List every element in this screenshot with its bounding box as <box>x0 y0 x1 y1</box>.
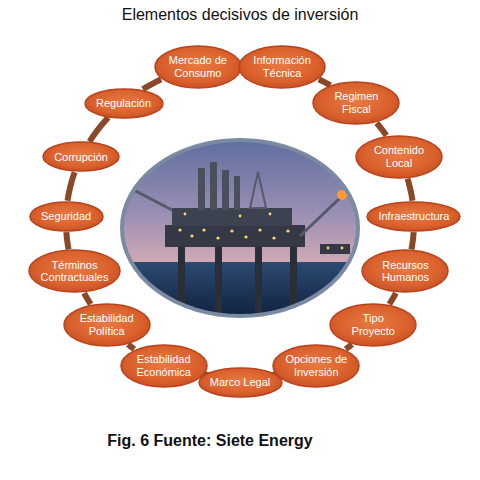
text-holder: Información Técnica <box>238 45 326 89</box>
factor-ellipse: Información Técnica <box>238 45 326 89</box>
ellipse-shape <box>30 202 103 231</box>
ellipse-shape <box>239 46 325 88</box>
factor-ellipse: Estabilidad Política <box>63 303 151 347</box>
factor-ellipse: Regulación <box>84 88 164 119</box>
text-holder: Regulación <box>84 88 164 119</box>
small-platform <box>320 244 350 254</box>
ellipse-shape <box>85 89 163 118</box>
ring-segment <box>84 293 91 304</box>
caption-holder: Fig. 6 Fuente: Siete Energy <box>0 432 420 450</box>
text-holder: Mercado de Consumo <box>154 45 242 89</box>
text-holder: Regimen Fiscal <box>312 81 400 125</box>
factor-label: Estabilidad Política <box>75 312 139 337</box>
text-holder: Seguridad <box>29 201 104 232</box>
ring-segment <box>407 179 412 201</box>
factor-ellipse: Infraestructura <box>366 201 461 232</box>
text-holder: Recursos Humanos <box>361 249 449 293</box>
ellipse-shape <box>273 345 359 387</box>
diagram-title: Elementos decisivos de inversión <box>122 6 359 23</box>
ellipse-shape <box>43 142 119 171</box>
photo-content <box>120 138 360 325</box>
flare-boom <box>300 198 340 236</box>
ring-segment <box>68 172 75 200</box>
factor-ellipse: Seguridad <box>29 201 104 232</box>
factor-ellipse: Regimen Fiscal <box>312 81 400 125</box>
factor-label: Seguridad <box>41 210 91 223</box>
platform-deck <box>165 225 305 247</box>
stacks <box>198 162 240 210</box>
factor-ellipse: Opciones de Inversión <box>272 344 360 388</box>
ring-segment <box>143 79 161 89</box>
factor-label: Regimen Fiscal <box>324 90 388 115</box>
factor-ellipse: Términos Contractuales <box>28 249 121 293</box>
ellipse-shape <box>356 136 442 178</box>
text-holder: Infraestructura <box>366 201 461 232</box>
ellipse-shape <box>313 82 399 124</box>
factor-label: Corrupción <box>54 151 108 164</box>
factor-ellipse: Marco Legal <box>198 367 283 398</box>
ellipse-shape <box>121 345 207 387</box>
factor-label: Información Técnica <box>250 54 314 79</box>
sky <box>120 138 360 264</box>
title-holder: Elementos decisivos de inversión <box>0 6 480 24</box>
ring-segment <box>389 293 396 304</box>
text-holder: Corrupción <box>42 141 120 172</box>
text-holder: Contenido Local <box>355 135 443 179</box>
text-holder: Estabilidad Política <box>63 303 151 347</box>
ellipse-shape <box>330 304 416 346</box>
factor-label: Estabilidad Económica <box>132 353 196 378</box>
factor-label: Regulación <box>96 97 151 110</box>
ellipse-shape <box>199 368 282 397</box>
factor-label: Términos Contractuales <box>40 259 109 284</box>
factor-ellipse: Corrupción <box>42 141 120 172</box>
text-holder: Términos Contractuales <box>28 249 121 293</box>
factor-label: Opciones de Inversión <box>284 353 348 378</box>
platform-lights <box>178 213 343 250</box>
ring-segment <box>66 232 68 249</box>
text-holder: Opciones de Inversión <box>272 344 360 388</box>
text-holder: Marco Legal <box>198 367 283 398</box>
figure-caption: Fig. 6 Fuente: Siete Energy <box>107 432 312 449</box>
text-holder: Estabilidad Económica <box>120 344 208 388</box>
ellipse-shape <box>64 304 150 346</box>
factor-label: Tipo Proyecto <box>341 312 405 337</box>
factor-label: Mercado de Consumo <box>166 54 230 79</box>
ring-segment <box>90 117 109 141</box>
factor-ellipse: Mercado de Consumo <box>154 45 242 89</box>
upper-deck <box>172 208 292 226</box>
ring-segment <box>411 232 413 249</box>
factor-ellipse: Tipo Proyecto <box>329 303 417 347</box>
derrick <box>250 172 266 208</box>
photo-frame <box>122 140 358 316</box>
factor-ellipse: Recursos Humanos <box>361 249 449 293</box>
factor-label: Marco Legal <box>210 376 271 389</box>
ring-segment <box>377 123 387 136</box>
ellipse-shape <box>362 250 448 292</box>
ring-segment <box>128 344 134 349</box>
factor-ellipse: Estabilidad Económica <box>120 344 208 388</box>
text-holder: Tipo Proyecto <box>329 303 417 347</box>
factor-label: Infraestructura <box>378 210 449 223</box>
factor-ellipse: Contenido Local <box>355 135 443 179</box>
ellipse-shape <box>155 46 241 88</box>
crane-arm <box>130 188 172 210</box>
ellipse-shape <box>29 250 120 292</box>
ring-segment <box>319 79 331 85</box>
ring-segment <box>346 344 352 349</box>
factor-label: Contenido Local <box>367 144 431 169</box>
factor-label: Recursos Humanos <box>373 259 437 284</box>
ellipse-shape <box>367 202 460 231</box>
